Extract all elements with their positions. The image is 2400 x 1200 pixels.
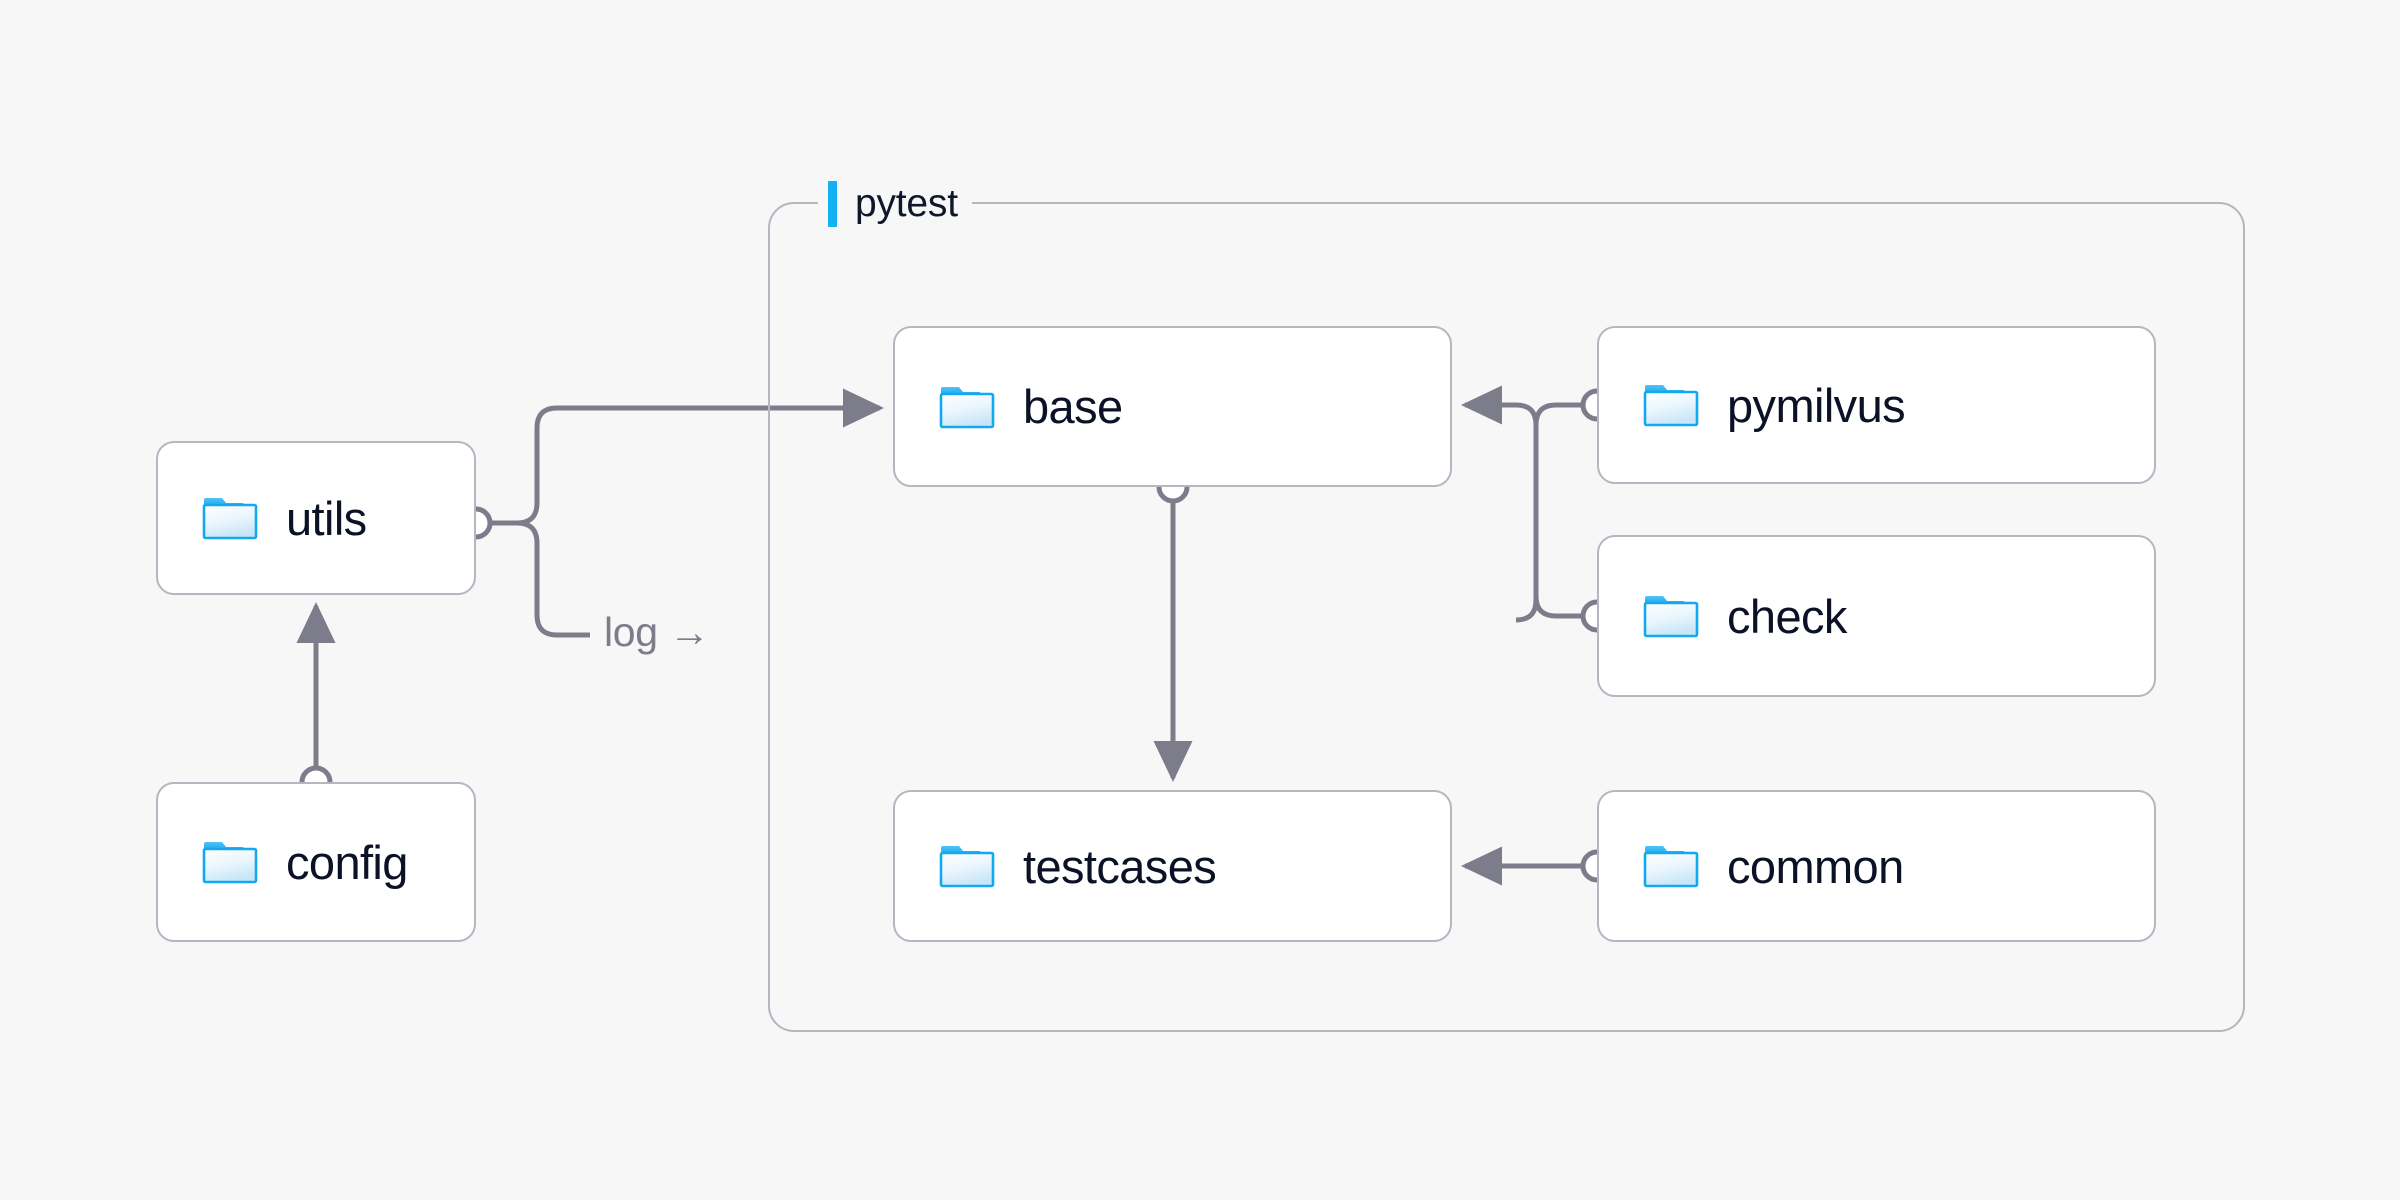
node-common[interactable]: common	[1597, 790, 2156, 942]
node-common-label: common	[1727, 839, 1904, 893]
group-pytest-label: pytest	[818, 177, 972, 231]
node-check[interactable]: check	[1597, 535, 2156, 697]
group-accent-bar-icon	[828, 181, 837, 227]
node-config-label: config	[286, 835, 408, 889]
node-base-label: base	[1023, 380, 1123, 433]
folder-icon	[939, 846, 995, 888]
node-utils[interactable]: utils	[156, 441, 476, 595]
folder-icon	[1643, 596, 1699, 638]
folder-icon	[1643, 385, 1699, 427]
node-testcases[interactable]: testcases	[893, 790, 1452, 942]
node-base[interactable]: base	[893, 326, 1452, 487]
folder-icon	[202, 842, 258, 884]
node-pymilvus-label: pymilvus	[1727, 378, 1906, 432]
folder-icon	[1643, 846, 1699, 888]
node-utils-label: utils	[286, 491, 367, 545]
folder-icon	[202, 498, 258, 540]
node-check-label: check	[1727, 589, 1847, 643]
node-pymilvus[interactable]: pymilvus	[1597, 326, 2156, 484]
edge-utils-to-log	[490, 520, 590, 638]
node-testcases-label: testcases	[1023, 839, 1217, 893]
edge-label-log: log →	[604, 609, 710, 655]
group-pytest-label-text: pytest	[855, 182, 958, 225]
folder-icon	[939, 386, 995, 428]
group-pytest[interactable]	[768, 202, 2245, 1032]
node-config[interactable]: config	[156, 782, 476, 942]
